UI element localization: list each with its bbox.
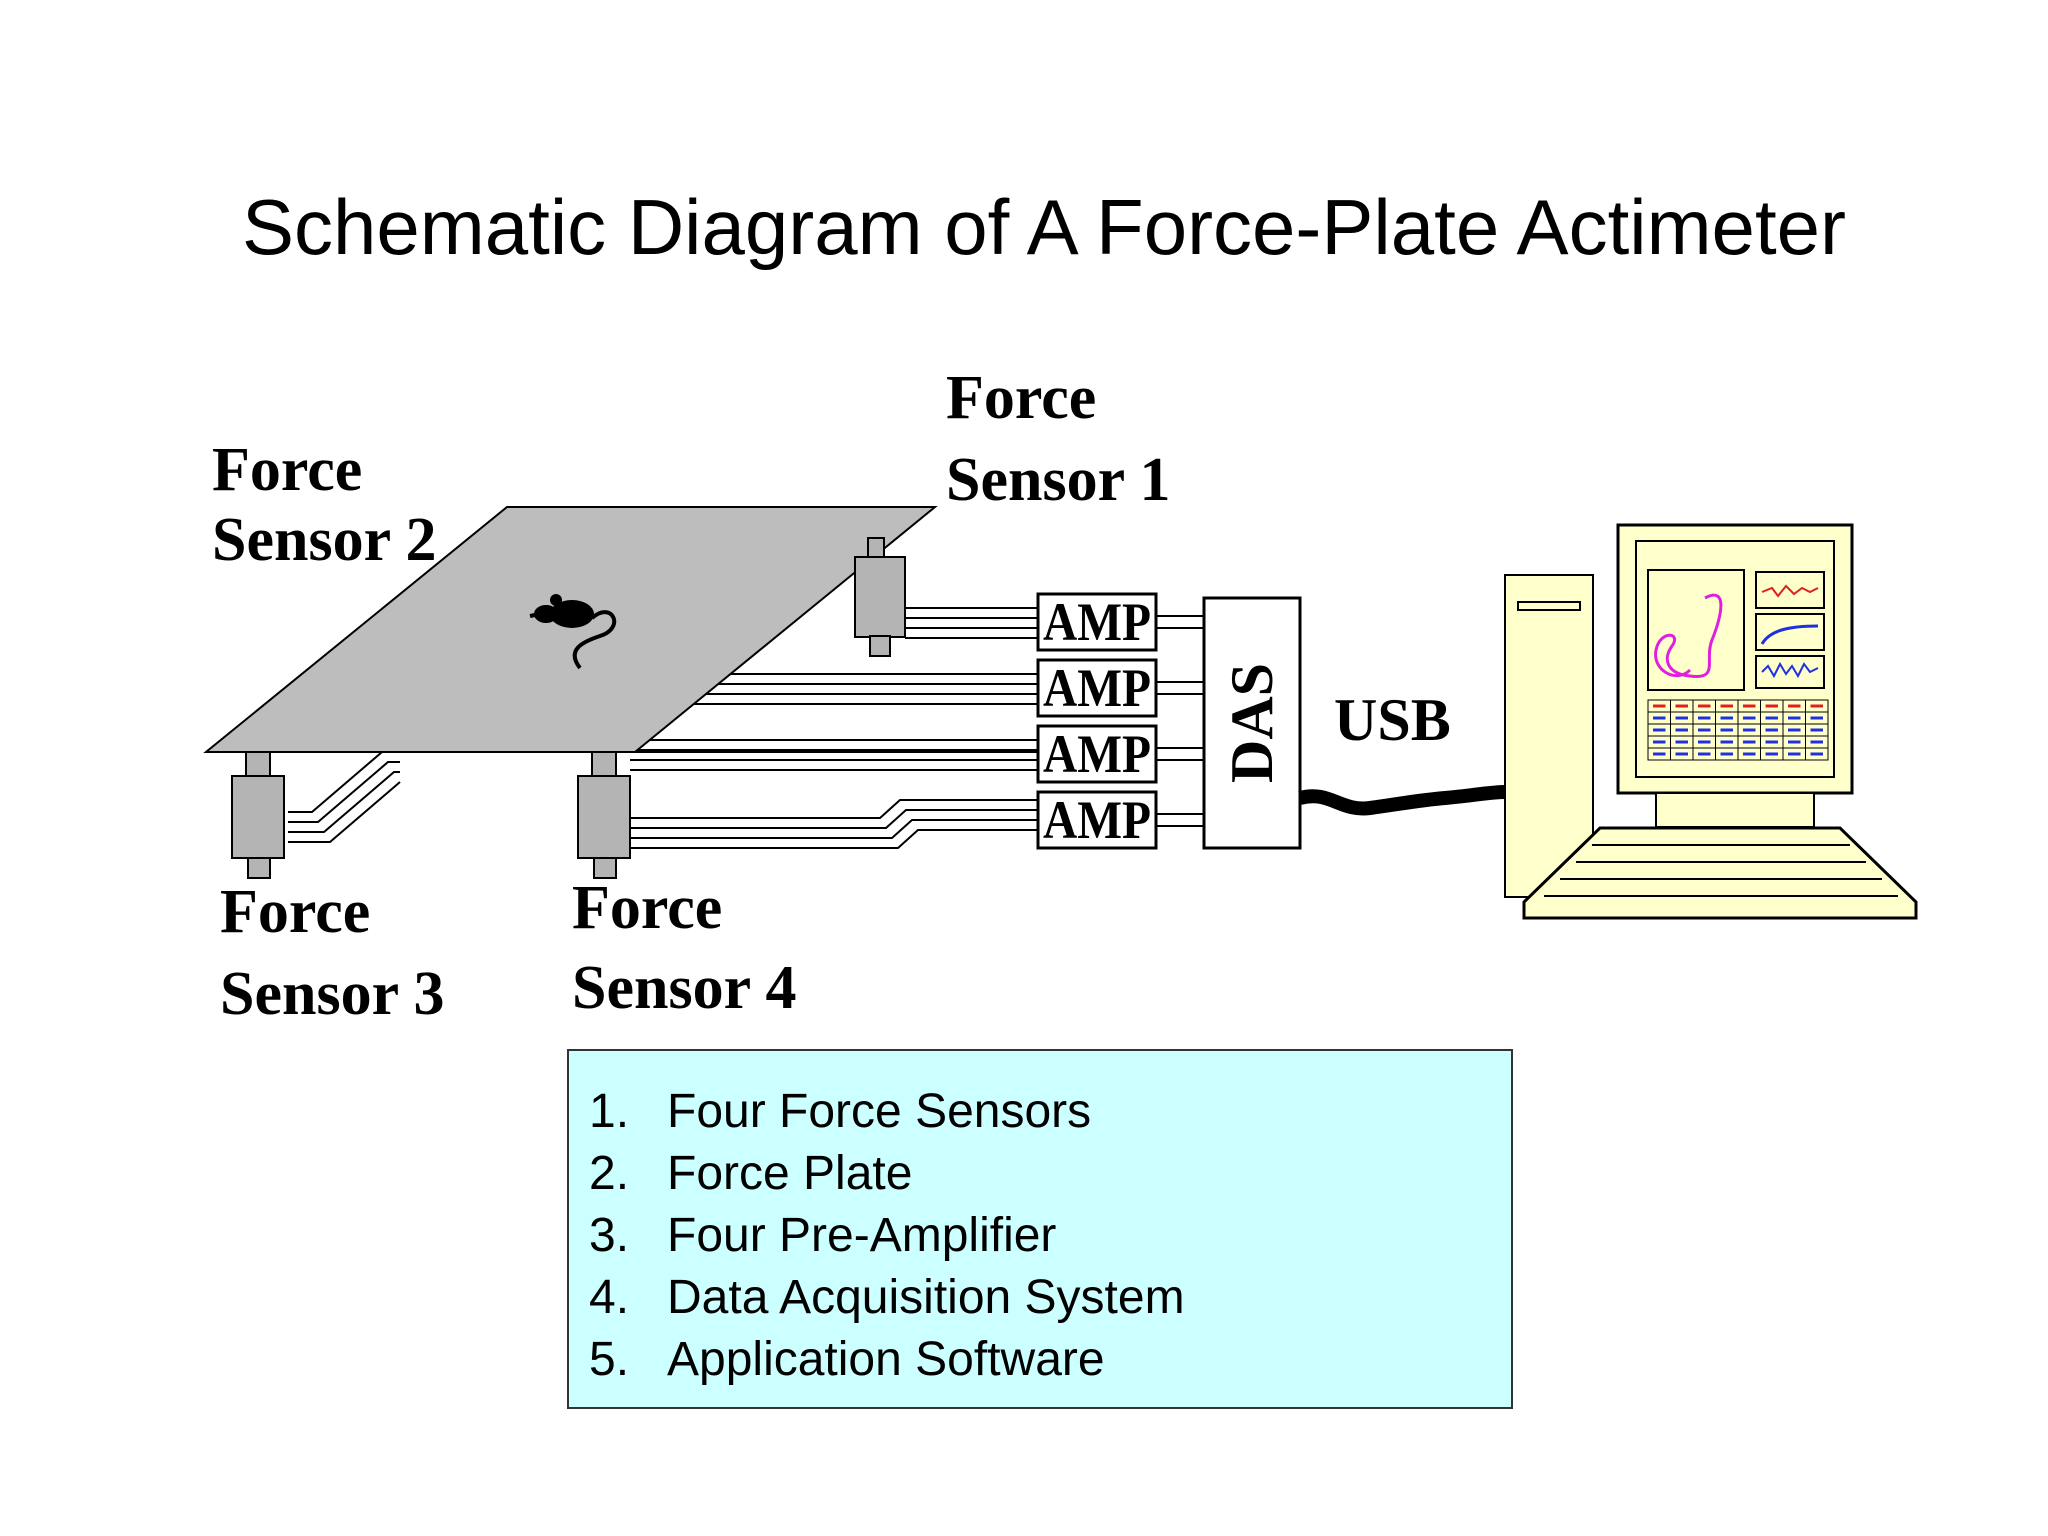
legend-text: Data Acquisition System <box>667 1271 1185 1324</box>
amp-box-2: AMP <box>1036 658 1158 718</box>
amp-das-wires <box>1156 615 1204 827</box>
wire-sensor2 <box>690 673 1038 705</box>
legend-text: Four Force Sensors <box>667 1085 1092 1138</box>
trajectory-trace <box>1654 593 1723 678</box>
legend-text: Force Plate <box>667 1147 913 1200</box>
legend-item: 5. Application Software <box>569 1329 1511 1391</box>
amp-box-4: AMP <box>1036 790 1158 850</box>
legend-list: 1. Four Force Sensors 2. Force Plate 3. Fou… <box>569 1051 1511 1391</box>
label-force-sensor-4: Force Sensor 4 <box>572 874 797 1022</box>
red-trace <box>1761 584 1819 598</box>
page-title: Schematic Diagram of A Force-Plate Actim… <box>242 183 1846 271</box>
amp-label: AMP <box>1043 658 1151 718</box>
das-box: DAS <box>1202 596 1302 850</box>
sensor-2-line-2: Sensor 2 <box>212 506 437 574</box>
blue-trace <box>1760 624 1819 645</box>
wire-sensor1 <box>905 607 1038 639</box>
label-force-sensor-1: Force Sensor 1 <box>946 364 1171 514</box>
amp-label: AMP <box>1043 724 1151 784</box>
amp-label: AMP <box>1043 592 1151 652</box>
sensor-1-line-1: Force <box>946 364 1096 432</box>
sensor-3-line-1: Force <box>220 878 370 946</box>
wire-sensor4 <box>630 739 1038 771</box>
legend-number: 4. <box>589 1271 630 1324</box>
legend-text: Four Pre-Amplifier <box>667 1209 1057 1262</box>
sensor-4-line-2: Sensor 4 <box>572 954 797 1022</box>
legend-text: Application Software <box>667 1333 1105 1386</box>
force-sensor-3 <box>231 751 285 879</box>
legend-item: 3. Four Pre-Amplifier <box>569 1205 1511 1267</box>
amp-label: AMP <box>1043 790 1151 850</box>
sensor-3-line-2: Sensor 3 <box>220 960 445 1028</box>
sensor-2-line-1: Force <box>212 436 362 504</box>
force-sensor-1 <box>854 537 906 657</box>
legend-number: 1. <box>589 1085 630 1138</box>
wire-to-amp4 <box>630 799 1038 849</box>
usb-label: USB <box>1334 687 1451 753</box>
legend-number: 5. <box>589 1333 630 1386</box>
force-plate <box>203 506 938 753</box>
amp-box-3: AMP <box>1036 724 1158 784</box>
legend-number: 2. <box>589 1147 630 1200</box>
usb-cable <box>1298 785 1506 816</box>
force-sensor-4 <box>577 751 631 879</box>
das-label: DAS <box>1219 663 1285 783</box>
computer-icon <box>1504 523 1918 920</box>
wire-sensor3 <box>288 751 1038 843</box>
screen-data-grid <box>1647 699 1829 761</box>
noise-trace <box>1761 661 1819 679</box>
amp-box-1: AMP <box>1036 592 1158 652</box>
legend-box: 1. Four Force Sensors 2. Force Plate 3. Fou… <box>567 1049 1513 1409</box>
legend-item: 1. Four Force Sensors <box>569 1081 1511 1143</box>
legend-number: 3. <box>589 1209 630 1262</box>
label-force-sensor-2: Force Sensor 2 <box>212 436 437 574</box>
label-force-sensor-3: Force Sensor 3 <box>220 878 445 1028</box>
legend-item: 2. Force Plate <box>569 1143 1511 1205</box>
sensor-4-line-1: Force <box>572 874 722 942</box>
sensor-1-line-2: Sensor 1 <box>946 446 1171 514</box>
mouse-icon <box>529 594 617 670</box>
legend-item: 4. Data Acquisition System <box>569 1267 1511 1329</box>
